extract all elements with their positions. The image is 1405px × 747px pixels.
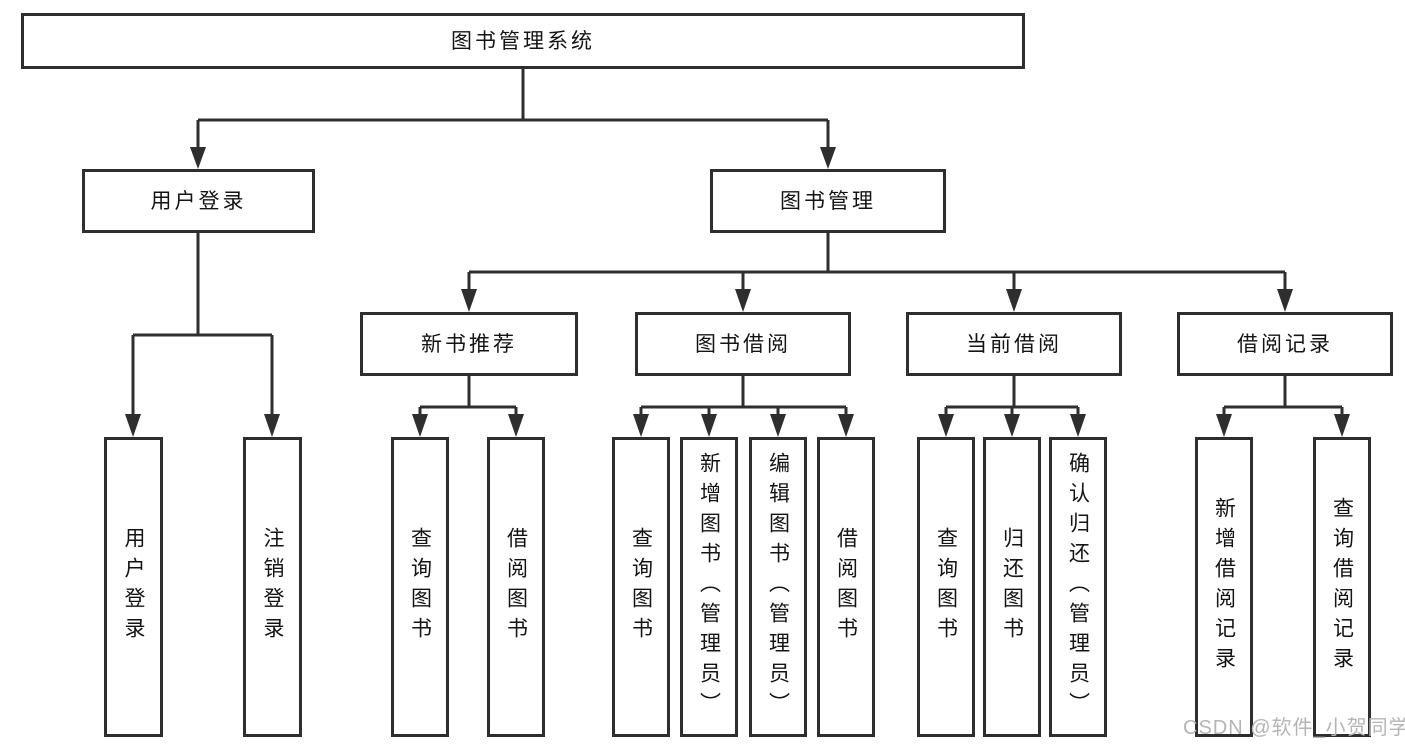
node-user-login: 用户登录 bbox=[82, 169, 315, 233]
node-bb-borrow-books: 借阅图书 bbox=[817, 437, 875, 737]
node-br-query-record: 查询借阅记录 bbox=[1313, 437, 1371, 737]
arrow-down-icon bbox=[190, 147, 206, 169]
arrow-down-icon bbox=[1277, 289, 1293, 312]
node-cb-confirm-return-admin: 确认归还（管理员） bbox=[1049, 437, 1107, 737]
connector-line bbox=[467, 233, 1287, 291]
edge-current-borrowing-children bbox=[938, 376, 1086, 437]
arrow-down-icon bbox=[1216, 414, 1232, 437]
node-current-borrowing: 当前借阅 bbox=[906, 312, 1122, 376]
node-new-book-recommendation: 新书推荐 bbox=[360, 312, 578, 376]
connector-line bbox=[131, 233, 274, 416]
arrow-down-icon bbox=[1004, 414, 1020, 437]
node-rec-borrow-books: 借阅图书 bbox=[487, 437, 545, 737]
arrow-down-icon bbox=[461, 289, 477, 312]
arrow-down-icon bbox=[264, 414, 280, 437]
connector-line bbox=[196, 69, 830, 150]
node-book-management: 图书管理 bbox=[710, 169, 946, 233]
csdn-watermark: CSDN @软件_小贺同学 bbox=[1183, 717, 1405, 739]
node-bb-edit-books-admin: 编辑图书（管理员） bbox=[749, 437, 807, 737]
arrow-down-icon bbox=[508, 414, 524, 437]
arrow-down-icon bbox=[125, 414, 141, 437]
node-rec-query-books: 查询图书 bbox=[391, 437, 449, 737]
edge-new-book-recommendation-children bbox=[412, 376, 524, 437]
node-cb-query-books: 查询图书 bbox=[917, 437, 975, 737]
arrow-down-icon bbox=[1070, 414, 1086, 437]
connector-line bbox=[418, 376, 518, 416]
arrow-down-icon bbox=[412, 414, 428, 437]
arrow-down-icon bbox=[838, 414, 854, 437]
connector-line bbox=[944, 376, 1080, 416]
node-borrowing-records: 借阅记录 bbox=[1177, 312, 1393, 376]
arrow-down-icon bbox=[735, 289, 751, 312]
node-bb-query-books: 查询图书 bbox=[612, 437, 670, 737]
node-logout: 注销登录 bbox=[243, 437, 302, 737]
connector-line bbox=[1222, 376, 1344, 416]
node-bb-add-books-admin: 新增图书（管理员） bbox=[680, 437, 738, 737]
node-br-add-record: 新增借阅记录 bbox=[1195, 437, 1253, 737]
node-cb-return-books: 归还图书 bbox=[983, 437, 1041, 737]
connector-line bbox=[639, 376, 848, 416]
arrow-down-icon bbox=[770, 414, 786, 437]
edge-root-to-level2 bbox=[190, 69, 836, 169]
edge-borrowing-records-children bbox=[1216, 376, 1350, 437]
arrow-down-icon bbox=[1006, 289, 1022, 312]
arrow-down-icon bbox=[1334, 414, 1350, 437]
edge-book-borrowing-children bbox=[633, 376, 854, 437]
edge-user-login-children bbox=[125, 233, 280, 437]
node-login: 用户登录 bbox=[104, 437, 163, 737]
arrow-down-icon bbox=[701, 414, 717, 437]
node-book-borrowing: 图书借阅 bbox=[635, 312, 851, 376]
edge-book-management-children bbox=[461, 233, 1293, 312]
arrow-down-icon bbox=[938, 414, 954, 437]
arrow-down-icon bbox=[633, 414, 649, 437]
arrow-down-icon bbox=[820, 147, 836, 169]
node-root-system: 图书管理系统 bbox=[21, 13, 1025, 69]
